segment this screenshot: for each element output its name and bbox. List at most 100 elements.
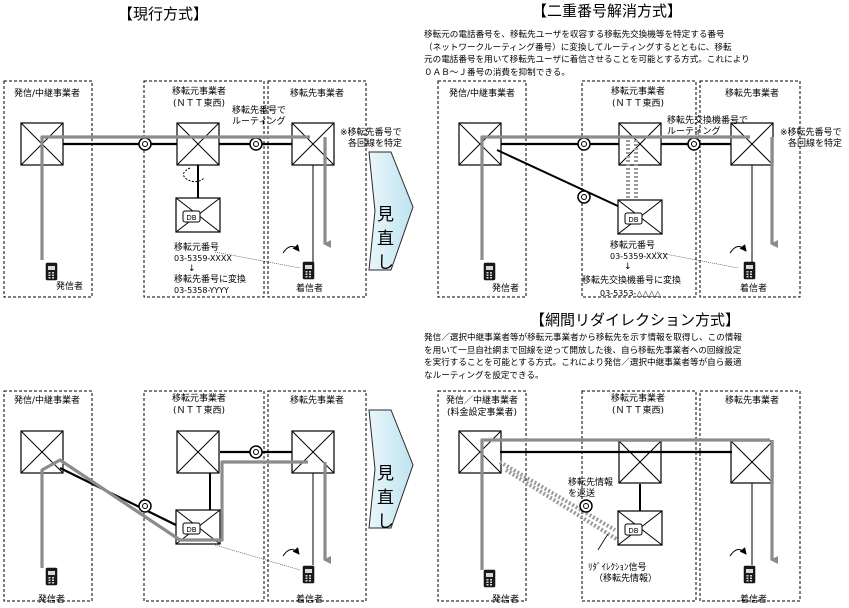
phone-key: [746, 575, 749, 577]
identify-note: ※移転先番号で 各回線を特定: [340, 128, 402, 150]
phone-key: [305, 575, 308, 577]
interconnect-point: [579, 499, 593, 513]
carrier-region: [437, 390, 527, 602]
interconnect-point-inner: [583, 503, 589, 509]
switch-cross: [176, 122, 220, 166]
interconnect-point-inner: [142, 503, 148, 509]
caller-label: 発信者: [56, 282, 84, 292]
review-arrow: [368, 409, 414, 529]
phone-key: [305, 271, 308, 273]
phone-icon: [743, 565, 756, 584]
db-icon-label: DB: [186, 214, 196, 222]
interconnect-point-inner: [253, 449, 259, 455]
db-icon-label: DB: [628, 527, 638, 535]
phone-key: [48, 579, 51, 581]
review-arrow: [368, 151, 414, 271]
ring-arrow: [729, 547, 747, 557]
phone-key: [305, 273, 308, 275]
phone-key: [48, 582, 51, 584]
note-line: 03-5359-XXXX: [610, 252, 668, 261]
carrier-label-ntt: (ＮＴＴ東西): [611, 406, 665, 416]
review-char: 見: [377, 205, 394, 225]
review-char: 直: [377, 229, 394, 249]
callee-label: 着信者: [296, 595, 324, 605]
description-line: （ネットワークルーティング番号）に変換してルーティングするとともに、移転: [424, 42, 732, 53]
carrier-label-origin: 発信／中継事業者: [445, 396, 519, 406]
carrier-region: [143, 80, 265, 298]
db-query-arrow: [183, 167, 205, 183]
conversion-note: 移転先交換機番号に変換: [582, 276, 682, 286]
send-info-line: 移転先情報: [568, 478, 614, 488]
callee-label: 着信者: [740, 595, 768, 605]
phone-key: [490, 277, 492, 279]
switch-cross: [291, 122, 335, 166]
note-line: 移転元番号: [610, 241, 656, 251]
caller-label: 発信者: [38, 595, 66, 605]
phone-screen: [486, 266, 493, 270]
phone-icon: [45, 567, 58, 586]
review-arrow-text-bottom: 見 直 し: [377, 462, 394, 534]
interconnect-point: [577, 190, 591, 204]
carrier-label-origin: 発信/中継事業者: [13, 396, 81, 406]
review-char: し: [377, 512, 394, 532]
dotted-leader: [214, 251, 301, 269]
phone-key: [490, 272, 492, 274]
phone-key: [305, 276, 308, 278]
phone-key: [750, 271, 752, 273]
phone-key: [309, 580, 311, 582]
send-info-line: を返送: [568, 489, 596, 499]
phone-key: [309, 276, 311, 278]
routing-note-line: ルーティング: [667, 127, 721, 137]
phone-key: [746, 577, 749, 579]
phone-key: [48, 577, 51, 579]
phone-key: [490, 579, 492, 581]
phone-key: [52, 579, 54, 581]
phone-key: [746, 276, 749, 278]
trunk-line: [496, 149, 621, 208]
carrier-label-dest: 移転先事業者: [724, 89, 780, 99]
phone-key: [490, 274, 492, 276]
switch-cross: [458, 430, 502, 474]
phone-key: [750, 276, 752, 278]
description-line: 元の電話番号を用いて移転先ユーザに着信させることを可能とする方式。これにより: [424, 55, 750, 66]
phone-icon: [302, 565, 315, 584]
phone-key: [309, 271, 311, 273]
phone-screen: [305, 569, 312, 573]
phone-key: [486, 272, 489, 274]
carrier-label-billing: (料金設定事業者): [446, 408, 518, 418]
description-redirect: 発信／選択中継事業者等が移転元事業者から移転先を示す情報を取得し、この情報 を用…: [424, 332, 742, 382]
phone-key: [746, 580, 749, 582]
phone-key: [48, 272, 51, 274]
phone-key: [490, 584, 492, 586]
trunk-line: [59, 467, 179, 527]
routing-note-line: ルーティング: [232, 117, 286, 127]
phone-key: [486, 274, 489, 276]
description-line: ０ＡＢ～Ｊ番号の消費を抑制できる。: [424, 67, 570, 78]
interconnect-point-inner: [253, 141, 259, 147]
phone-screen: [48, 571, 55, 575]
switch-cross: [176, 430, 220, 474]
db-icon: [624, 523, 643, 536]
interconnect-point-inner: [581, 194, 587, 200]
db-icon: [624, 212, 643, 225]
carrier-label-dest: 移転先事業者: [289, 396, 345, 406]
callee-label: 着信者: [296, 284, 324, 294]
redirect-signal-line: ﾘﾀﾞｲﾚｸｼｮﾝ信号: [588, 563, 647, 573]
phone-screen: [305, 265, 312, 269]
phone-key: [305, 577, 308, 579]
note-line: ↓: [624, 262, 632, 272]
title-current: 【現行方式】: [118, 5, 209, 23]
switch-cross: [20, 430, 64, 474]
phone-icon: [45, 262, 58, 281]
phone-icon: [302, 261, 315, 280]
interconnect-point: [577, 137, 591, 151]
number-conversion-note: 移転元番号 03-5359-XXXX ↓ 移転先番号に変換 03-5358-YY…: [174, 243, 246, 296]
phone-key: [305, 580, 308, 582]
description-line: なルーティングを設定できる。: [424, 370, 544, 381]
call-route: [40, 458, 308, 568]
switch-cross: [458, 122, 502, 166]
carrier-region: [267, 80, 367, 298]
switch-number: 03-5353-△△△△: [600, 289, 661, 298]
note-line: 03-5358-YYYY: [174, 286, 229, 295]
phone-icon: [483, 262, 496, 281]
